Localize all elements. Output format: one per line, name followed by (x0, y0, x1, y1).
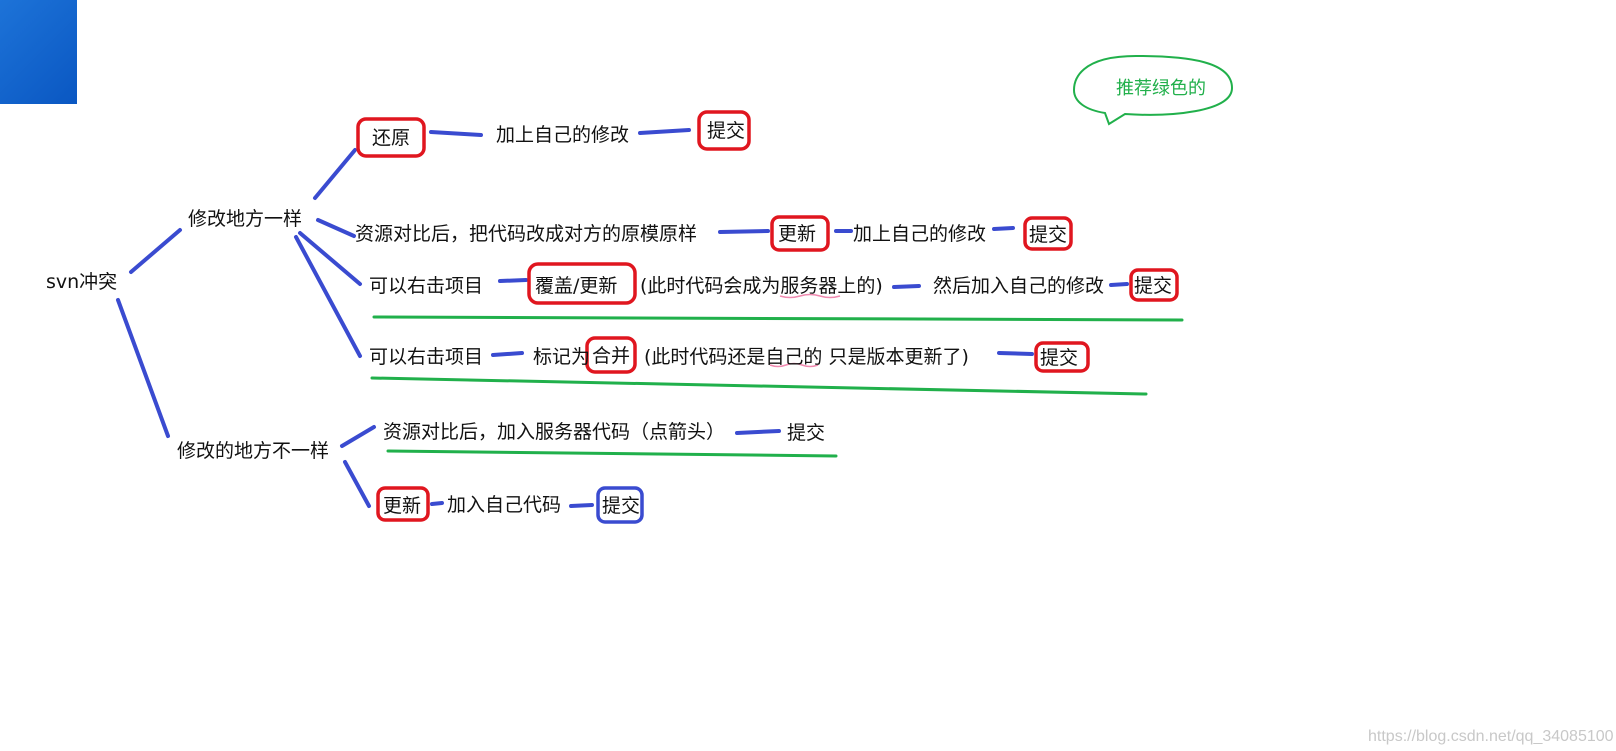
branch-same-label: 修改地方一样 (188, 208, 302, 230)
recommended-underlines (370, 315, 1184, 458)
connector-root-to-same (129, 228, 182, 274)
step-submit-d2: 提交 (602, 495, 640, 517)
step-right-click-p3: 可以右击项目 (369, 275, 483, 297)
connector-p4-b (997, 351, 1034, 356)
step-mark-as: 标记为 (533, 346, 590, 368)
box-restore (356, 117, 426, 158)
connector-diff-to-path1 (340, 425, 376, 448)
connector-p3-c (1109, 282, 1129, 287)
step-right-click-p4: 可以右击项目 (369, 346, 483, 368)
connector-p2-c (992, 226, 1015, 231)
corner-decoration (0, 0, 77, 104)
step-submit-p3: 提交 (1134, 275, 1172, 297)
connector-lines (116, 128, 1129, 508)
connector-p2-a (718, 229, 770, 234)
highlight-boxes (356, 110, 1179, 524)
step-add-own-changes-p1: 加上自己的修改 (496, 124, 629, 146)
box-merge (585, 336, 637, 374)
connector-root-to-diff (116, 298, 170, 438)
connector-d2-b (569, 503, 594, 508)
box-submit-d2 (596, 486, 644, 524)
connector-same-to-path2 (316, 218, 356, 238)
box-submit-p1 (697, 110, 751, 151)
green-underline-diff1 (386, 449, 838, 458)
step-compare-copy-theirs: 资源对比后，把代码改成对方的原模原样 (355, 223, 697, 245)
step-add-own-changes-p2: 加上自己的修改 (853, 223, 986, 245)
node-labels: svn冲突 修改地方一样 修改的地方不一样 还原 加上自己的修改 提交 资源对比… (46, 120, 1172, 517)
pink-underlines (769, 293, 841, 368)
step-restore: 还原 (372, 127, 410, 149)
connector-same-to-path3 (298, 231, 362, 286)
step-add-own-code: 加入自己代码 (447, 494, 561, 516)
step-note-still-own: (此时代码还是自己的 只是版本更新了) (644, 346, 969, 368)
recommend-bubble: 推荐绿色的 (1072, 54, 1234, 126)
connector-same-to-path4 (294, 235, 362, 358)
step-update-d2: 更新 (383, 495, 421, 517)
branch-diff-label: 修改的地方不一样 (177, 440, 329, 462)
pink-underline-server (779, 293, 841, 299)
step-compare-add-server: 资源对比后，加入服务器代码（点箭头） (383, 421, 725, 443)
step-note-server-code: (此时代码会成为服务器上的) (640, 275, 883, 297)
step-submit-d1: 提交 (787, 422, 825, 444)
box-submit-p4 (1034, 341, 1090, 373)
step-then-add-own: 然后加入自己的修改 (933, 275, 1104, 297)
step-update-p2: 更新 (778, 223, 816, 245)
box-overwrite-update (527, 262, 637, 305)
bubble-text: 推荐绿色的 (1116, 78, 1206, 99)
connector-p3-a (498, 278, 528, 283)
box-submit-p3 (1129, 268, 1179, 302)
step-submit-p1: 提交 (707, 120, 745, 142)
box-update-d2 (376, 486, 430, 522)
connector-p1-b (638, 128, 691, 135)
connector-same-to-path1 (313, 148, 357, 200)
root-label: svn冲突 (46, 271, 117, 293)
step-submit-p2: 提交 (1029, 224, 1067, 246)
box-submit-p2 (1023, 216, 1073, 251)
connector-diff-to-path2 (343, 460, 371, 508)
bubble-shape (1072, 54, 1234, 126)
green-underline-path4 (370, 376, 1148, 396)
green-underline-path3 (372, 315, 1184, 322)
box-update-p2 (770, 215, 830, 252)
pink-underline-self (769, 362, 819, 368)
step-submit-p4: 提交 (1040, 347, 1078, 369)
connector-p3-b (892, 284, 921, 289)
connector-p1-a (429, 130, 483, 137)
connector-d2-a (430, 501, 444, 506)
connector-d1-a (735, 429, 781, 435)
connector-p4-a (491, 351, 524, 357)
watermark: https://blog.csdn.net/qq_34085100 (1368, 728, 1614, 745)
step-overwrite-update: 覆盖/更新 (535, 275, 617, 297)
step-merge: 合并 (592, 345, 630, 367)
